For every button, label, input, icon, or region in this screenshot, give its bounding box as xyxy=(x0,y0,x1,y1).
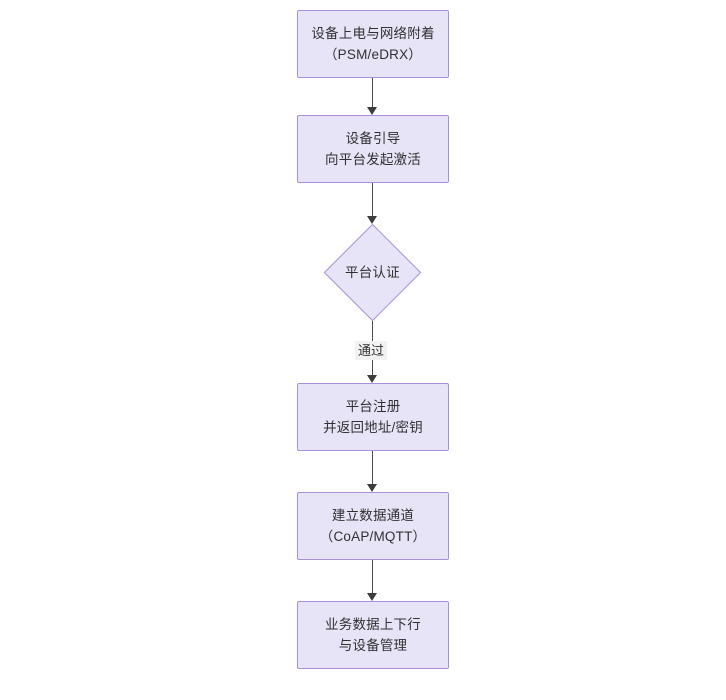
node-device-bootstrap-line-1: 设备引导 xyxy=(345,131,401,146)
edge-n4-n5-arrowhead xyxy=(367,484,377,492)
node-establish-data-channel-line-2: （CoAP/MQTT） xyxy=(319,529,427,544)
edge-n1-n2-arrowhead xyxy=(367,107,377,115)
edge-n4-n5-line xyxy=(372,451,374,484)
node-device-bootstrap-line-2: 向平台发起激活 xyxy=(325,152,421,167)
node-device-power-on[interactable]: 设备上电与网络附着 （PSM/eDRX） xyxy=(297,10,449,78)
edge-n5-n6-arrowhead xyxy=(367,593,377,601)
node-platform-registration[interactable]: 平台注册 并返回地址/密钥 xyxy=(297,383,449,451)
node-platform-registration-line-1: 平台注册 xyxy=(345,399,401,414)
edge-n2-n3-arrowhead xyxy=(367,216,377,224)
node-platform-registration-line-2: 并返回地址/密钥 xyxy=(323,420,423,435)
node-business-data-and-device-management[interactable]: 业务数据上下行 与设备管理 xyxy=(297,601,449,669)
edge-n1-n2-line xyxy=(372,78,374,107)
node-device-power-on-line-2: （PSM/eDRX） xyxy=(323,47,423,62)
edge-n5-n6-line xyxy=(372,560,374,593)
node-device-power-on-line-1: 设备上电与网络附着 xyxy=(311,26,435,41)
node-business-data-line-2: 与设备管理 xyxy=(338,638,408,653)
node-device-bootstrap[interactable]: 设备引导 向平台发起激活 xyxy=(297,115,449,183)
edge-n2-n3-line xyxy=(372,183,374,216)
node-establish-data-channel-line-1: 建立数据通道 xyxy=(331,508,415,523)
edge-n3-n4-arrowhead xyxy=(367,375,377,383)
node-establish-data-channel[interactable]: 建立数据通道 （CoAP/MQTT） xyxy=(297,492,449,560)
node-platform-authentication[interactable]: 平台认证 xyxy=(323,223,422,322)
edge-label-pass: 通过 xyxy=(355,341,388,360)
node-business-data-line-1: 业务数据上下行 xyxy=(325,617,421,632)
node-platform-authentication-label: 平台认证 xyxy=(345,265,400,280)
